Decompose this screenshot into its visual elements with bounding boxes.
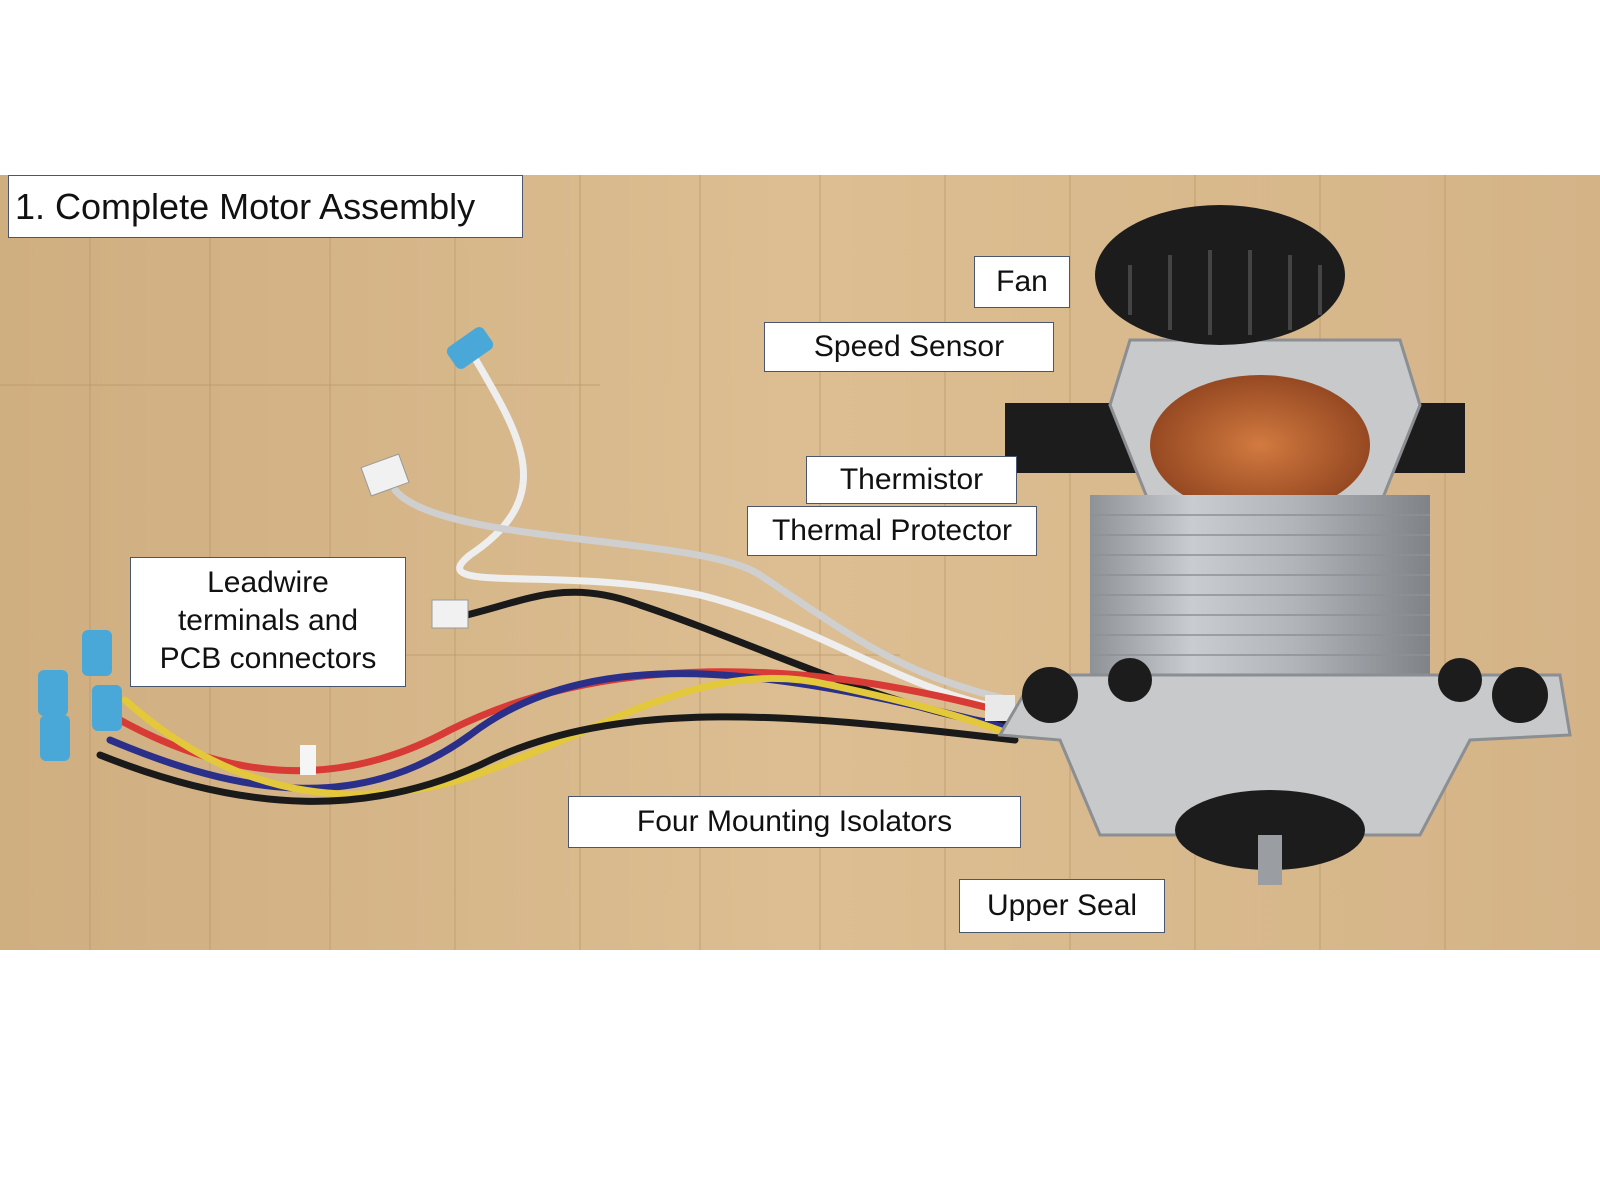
black-wire-2 [96,713,1019,805]
stator [1090,495,1430,675]
title-text: 1. Complete Motor Assembly [15,186,476,227]
mounting-isolators-label: Four Mounting Isolators [568,796,1021,848]
upper-seal-label: Upper Seal [959,879,1165,933]
fan-label-text: Fan [996,265,1048,298]
white-wire [456,346,1014,714]
thermistor-label-text: Thermistor [839,463,984,496]
thermal-protector-label: Thermal Protector [747,506,1037,556]
aluminum-base [997,673,1572,837]
terminal-2 [38,670,68,716]
fan-label: Fan [974,256,1070,308]
red-wire [116,668,1019,775]
isolator-1 [1022,667,1078,723]
thermistor-label: Thermistor [806,456,1017,504]
lead-wires [96,346,1019,805]
isolator-2 [1492,667,1548,723]
cable-tie [300,745,316,775]
thermal-protector-label-text: Thermal Protector [771,514,1013,547]
speed-sensor-label-text: Speed Sensor [813,330,1005,363]
terminal-4 [40,715,70,761]
terminal-1 [82,630,112,676]
gray-wire [391,486,1014,704]
pcb-connector-1 [360,453,410,497]
upper-seal [1175,790,1365,870]
leadwire-line-3: PCB connectors [159,642,377,675]
terminals [38,327,1015,775]
title-label: 1. Complete Motor Assembly [8,175,523,238]
stator-laminations [1090,514,1430,656]
motor [997,205,1572,885]
isolator-3 [1108,658,1152,702]
fan-blades [1128,250,1322,335]
leadwire-label: Leadwire terminals and PCB connectors [130,557,406,687]
mounting-isolators-label-text: Four Mounting Isolators [636,805,953,838]
upper-seal-label-text: Upper Seal [986,889,1138,922]
speed-sensor-label: Speed Sensor [764,322,1054,372]
terminal-3 [92,685,122,731]
leadwire-line-1: Leadwire [207,566,329,599]
shaft [1258,835,1282,885]
pcb-connector-2 [431,599,469,629]
leadwire-line-2: terminals and [177,604,359,637]
copper-winding-top [1150,375,1370,515]
isolator-4 [1438,658,1482,702]
fan [1095,205,1345,345]
terminal-top [446,327,494,369]
